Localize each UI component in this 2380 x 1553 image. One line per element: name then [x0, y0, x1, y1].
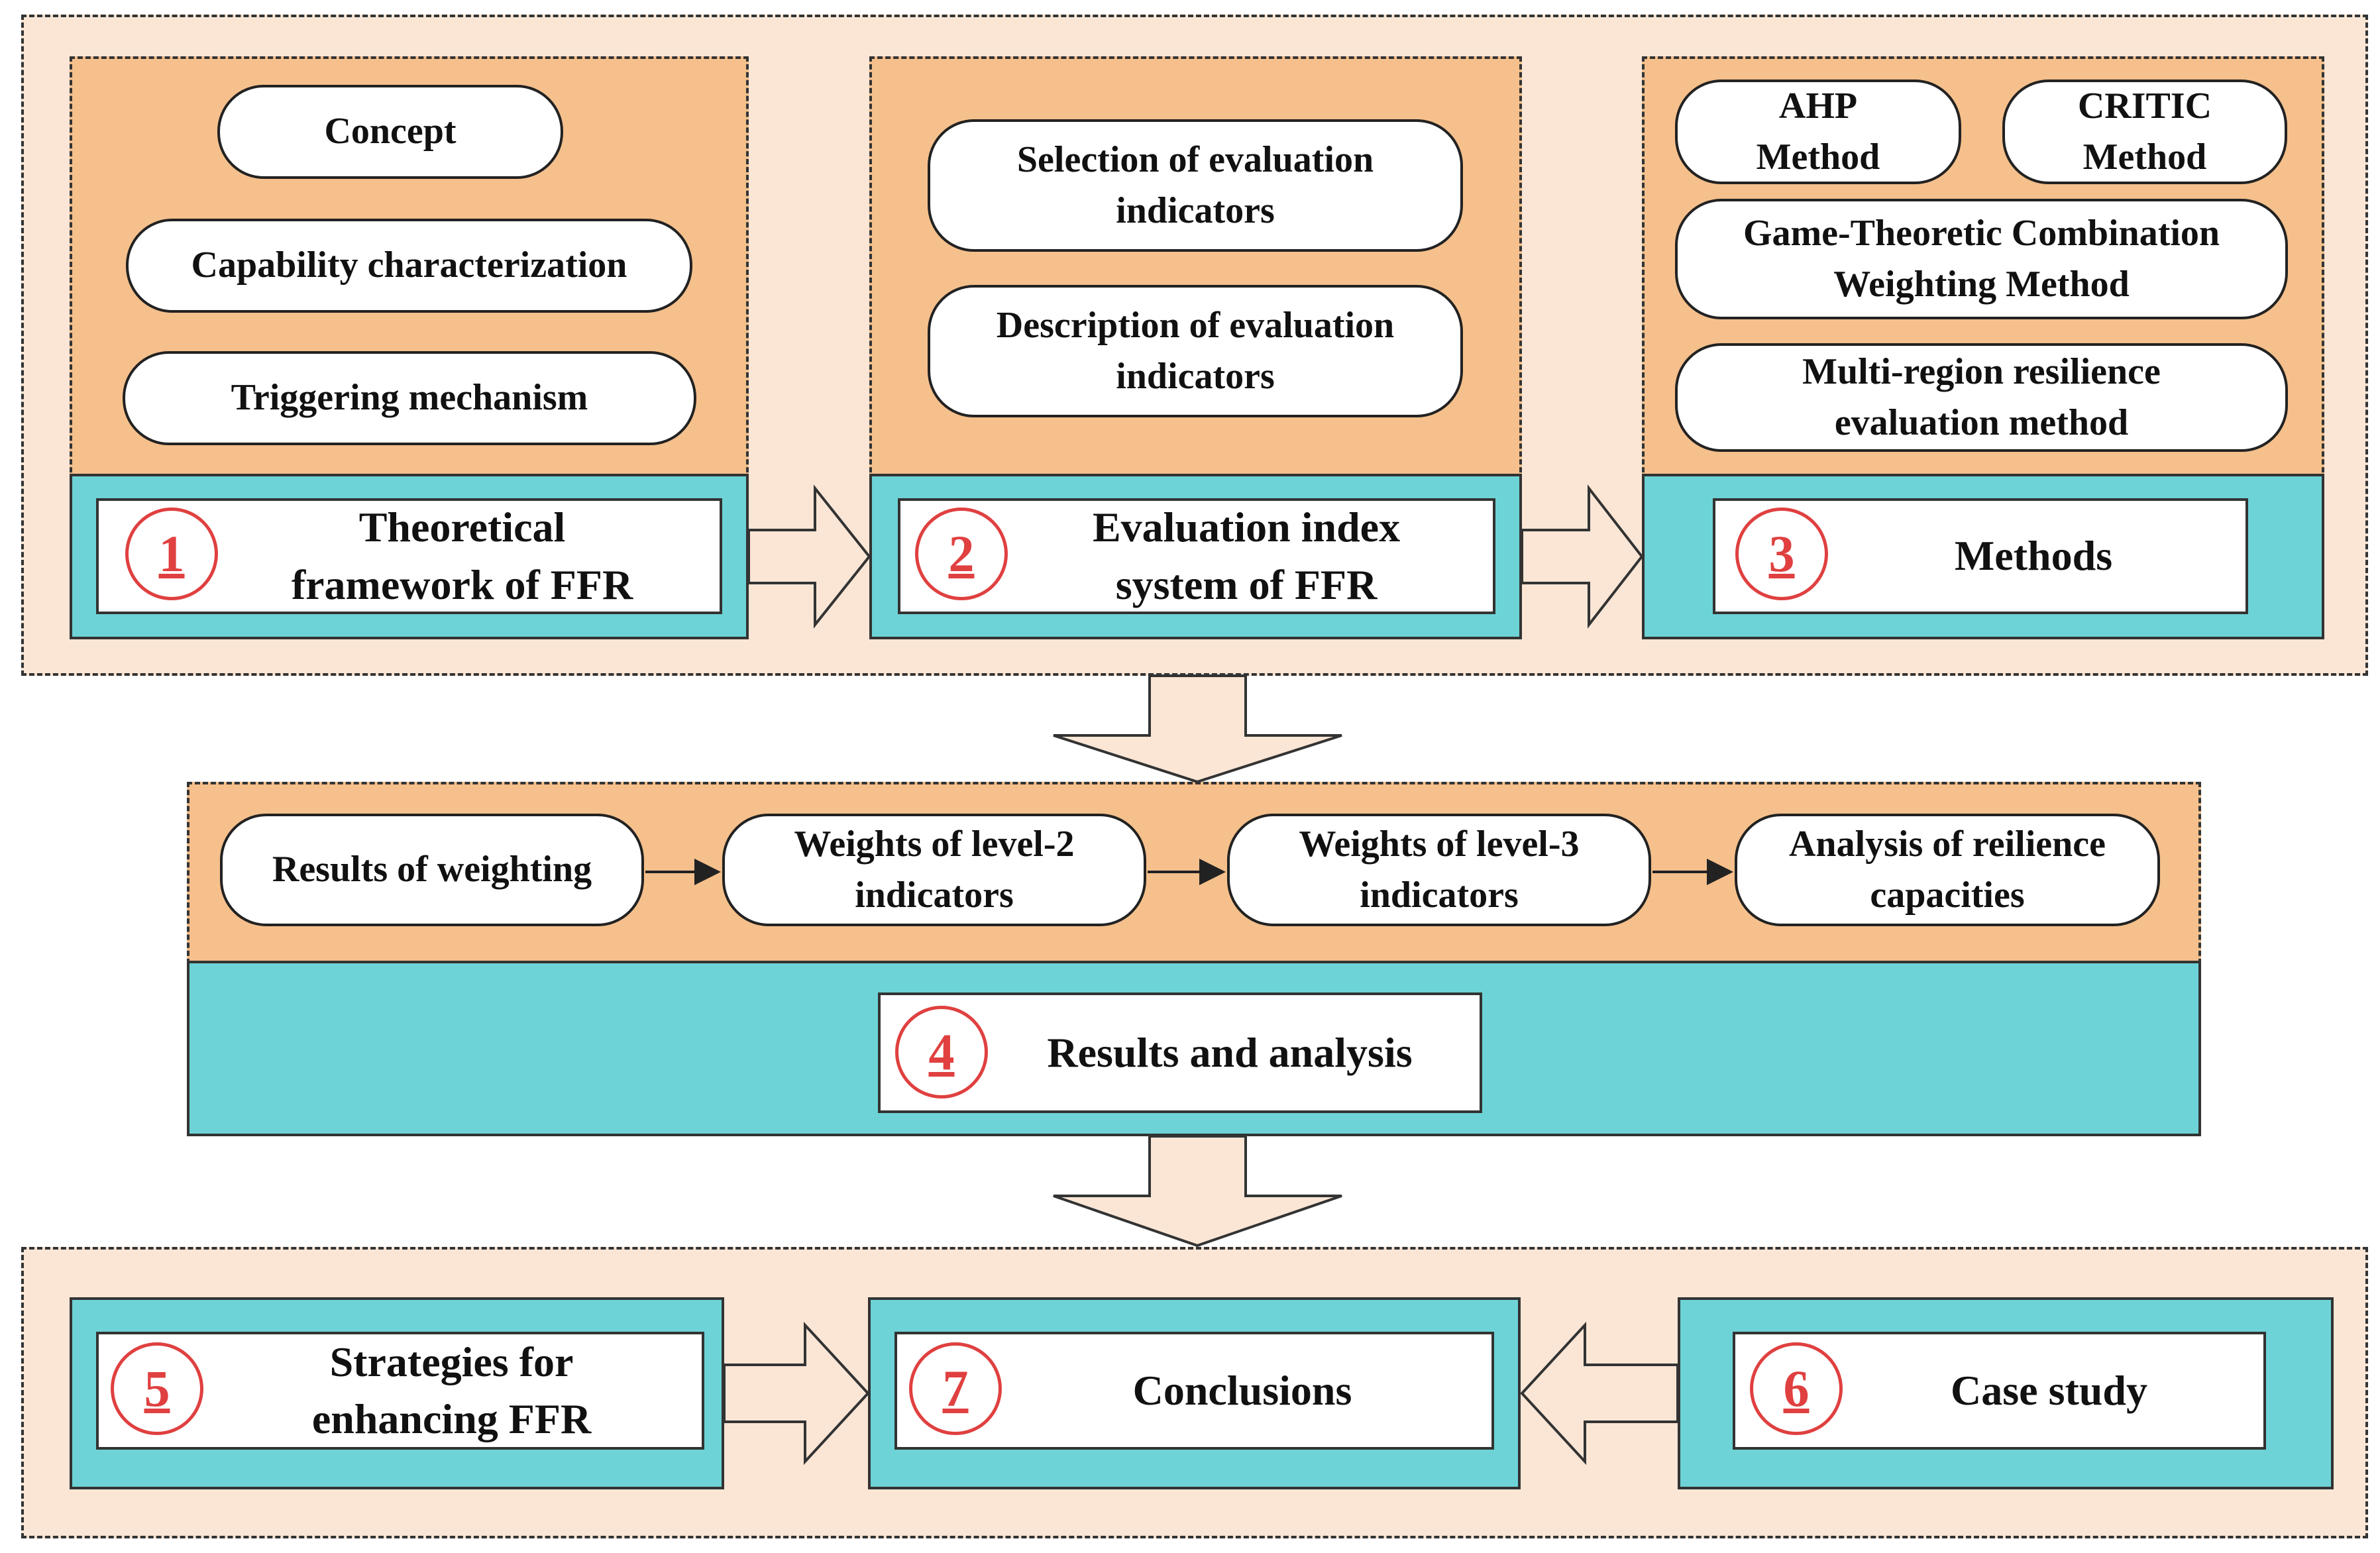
results-title: Results and analysis: [1047, 1028, 1413, 1076]
arrow-5-to-7: [723, 1321, 870, 1466]
step-number-1: 1: [125, 508, 218, 600]
step-number-6: 6: [1750, 1342, 1843, 1435]
arrow-top-to-results: [1053, 674, 1342, 784]
triggering-pill: Triggering mechanism: [123, 351, 696, 445]
arrow-1-to-2: [747, 484, 871, 629]
methods-title-box: 3 Methods: [1713, 498, 2248, 614]
case-study-title-box: 6 Case study: [1733, 1332, 2266, 1450]
case-study-title: Case study: [1951, 1366, 2147, 1414]
conclusions-title-box: 7 Conclusions: [894, 1332, 1494, 1450]
results-weighting-pill: Results of weighting: [220, 814, 644, 926]
arrow-results-to-bottom: [1053, 1135, 1342, 1248]
step-number-3: 3: [1735, 508, 1828, 600]
concept-pill: Concept: [217, 85, 563, 179]
step-number-5: 5: [111, 1342, 203, 1435]
step-number-4: 4: [895, 1006, 988, 1098]
capability-pill: Capability characterization: [126, 219, 692, 313]
step-number-2: 2: [915, 508, 1008, 600]
arrow-6-to-7: [1520, 1321, 1679, 1466]
results-title-box: 4 Results and analysis: [878, 992, 1482, 1113]
conclusions-title: Conclusions: [1132, 1366, 1352, 1414]
methods-title: Methods: [1954, 532, 2113, 580]
step-number-7: 7: [909, 1342, 1002, 1435]
arrow-2-to-3: [1521, 484, 1644, 629]
